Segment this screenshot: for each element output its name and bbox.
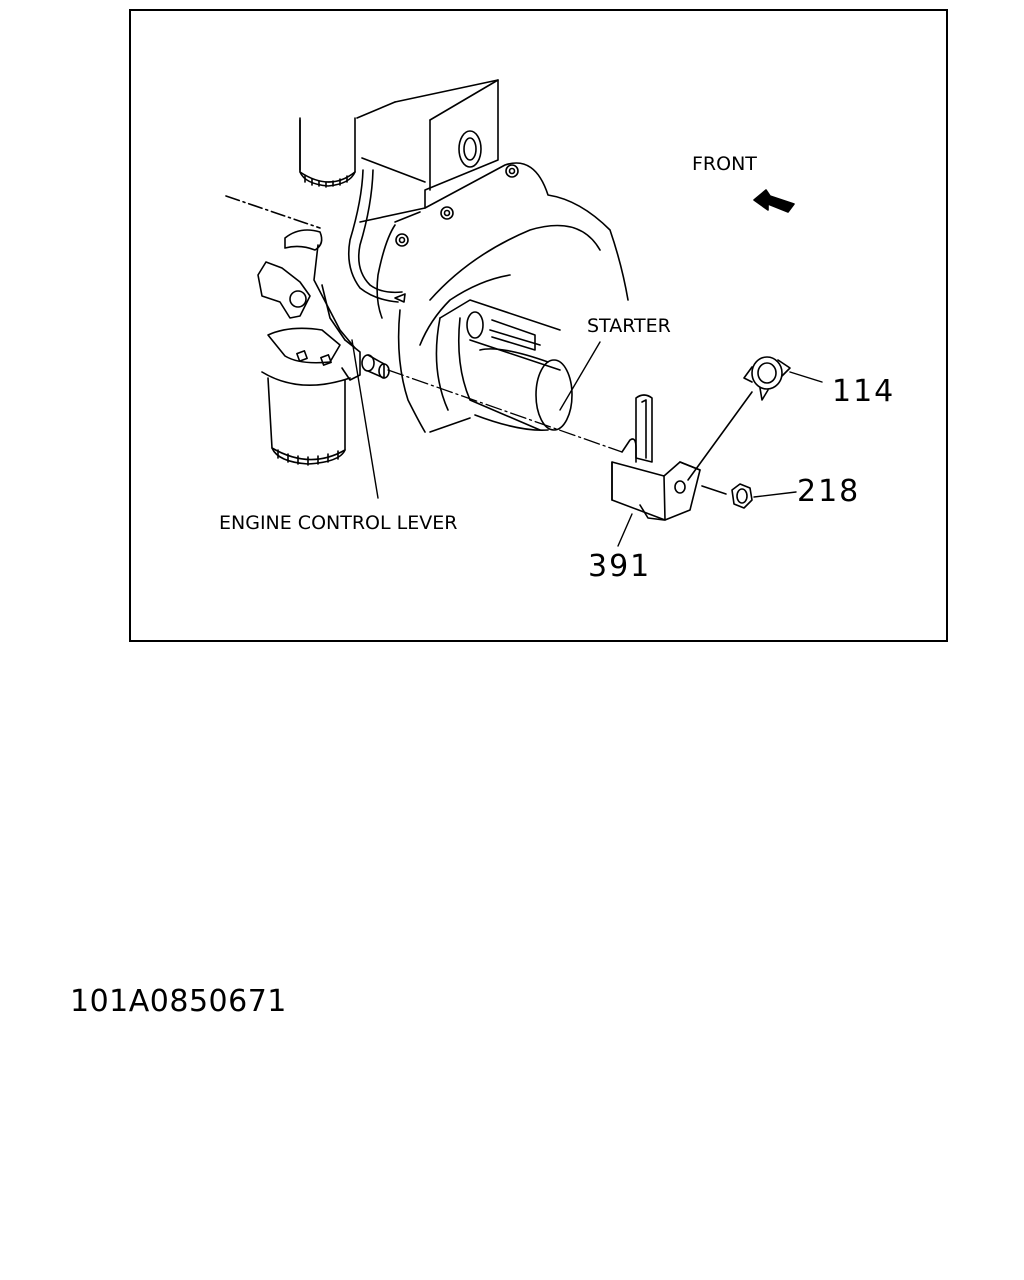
engine-control-lever-label: ENGINE CONTROL LEVER [219,512,457,534]
diagram-frame [129,9,948,642]
drawing-number: 101A0850671 [70,984,287,1019]
mounting-stud [361,354,623,453]
front-label: FRONT [692,153,757,175]
part-number-391: 391 [588,549,651,584]
nut-218 [701,483,753,509]
part-number-218: 218 [797,474,860,509]
part-number-114: 114 [832,374,895,409]
hose-clamp-114 [687,356,791,481]
starter-label: STARTER [587,315,671,337]
housing-bolts [395,164,519,247]
engine-control-lever [257,229,361,381]
oil-filter [261,117,356,466]
starter-motor [435,299,573,432]
bracket-391 [611,394,701,521]
leader-lines [351,339,823,547]
fuel-pipe [347,169,406,303]
engine-block [225,79,629,433]
arrow-up-left-icon [753,189,795,213]
